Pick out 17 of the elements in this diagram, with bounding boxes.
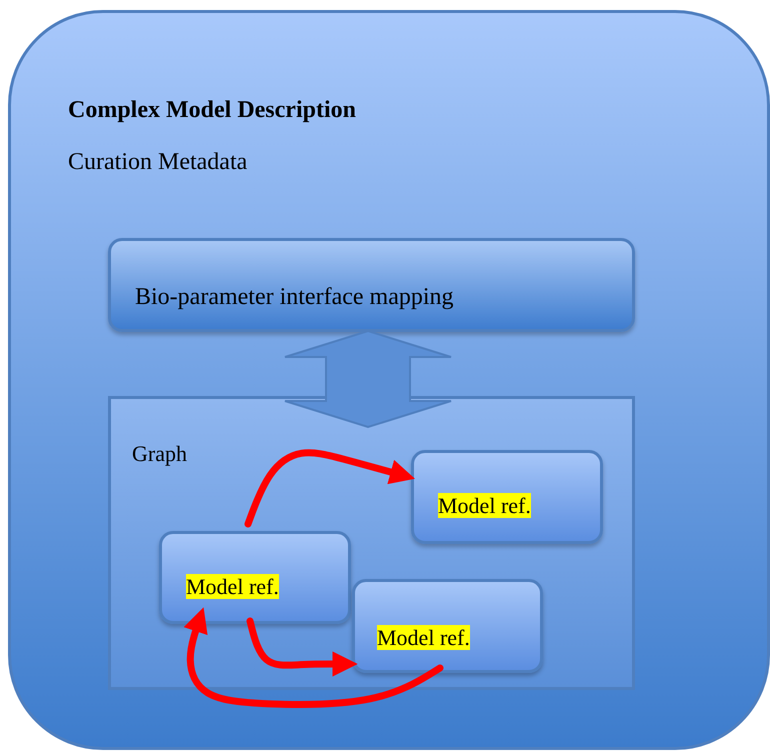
model-box: [352, 579, 543, 673]
label: Graph: [132, 441, 187, 466]
highlighted-label: Model ref.: [438, 493, 531, 518]
model-box: [159, 531, 351, 624]
label: Bio-parameter interface mapping: [135, 284, 454, 312]
outer-rounded-panel: [8, 10, 770, 750]
label: Curation Metadata: [68, 149, 248, 177]
heading: Complex Model Description: [68, 97, 356, 125]
highlighted-label: Model ref.: [186, 574, 279, 600]
curved-arrow: [184, 607, 444, 708]
highlighted-label: Model ref.: [377, 625, 470, 650]
mapping-box: [108, 238, 635, 332]
curved-arrow: [246, 618, 358, 677]
curved-arrow: [244, 449, 415, 528]
graph-panel: [108, 396, 635, 690]
model-box: [411, 450, 603, 544]
double-block-arrow: [284, 330, 452, 428]
